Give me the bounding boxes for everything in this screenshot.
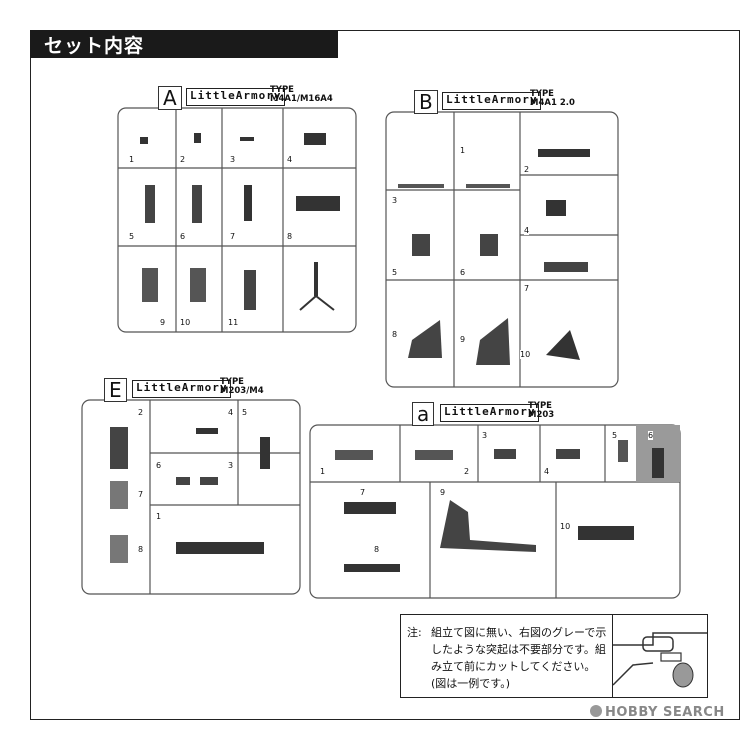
part-number: 10 — [520, 350, 531, 359]
page-title: セット内容 — [44, 35, 145, 57]
little-armory-logo: LittleArmory — [186, 88, 286, 106]
part-number: 10 — [180, 318, 191, 327]
part-number: 7 — [360, 488, 366, 497]
part-number: 5 — [612, 431, 618, 440]
part-number: 8 — [374, 545, 380, 554]
sprue-letter-a: A — [158, 86, 182, 110]
note-label: 注: — [407, 626, 422, 639]
part-number: 6 — [180, 232, 186, 241]
part-number: 10 — [560, 522, 571, 531]
part-number: 2 — [138, 408, 144, 417]
part-number: 8 — [287, 232, 293, 241]
part-number: 6 — [460, 268, 466, 277]
part-number: 8 — [392, 330, 398, 339]
sprue-letter-e: E — [104, 378, 127, 402]
title-bar — [30, 30, 338, 58]
part-number: 7 — [524, 284, 530, 293]
sprue-letter-b: B — [414, 90, 438, 114]
note-text: 組立て図に無い、右図のグレーで示したような突起は不要部分です。組み立て前にカット… — [431, 626, 607, 690]
part-number: 4 — [544, 467, 550, 476]
part-number: 8 — [138, 545, 144, 554]
hobby-search-watermark: HOBBY SEARCH — [590, 705, 725, 720]
sprue-e-frame — [81, 399, 301, 595]
part-number: 2 — [464, 467, 470, 476]
part-number: 4 — [287, 155, 293, 164]
part-number: 5 — [392, 268, 398, 277]
sprue-small-a-frame — [309, 424, 681, 599]
part-number: 11 — [228, 318, 239, 327]
part-number: 6 — [156, 461, 162, 470]
part-number: 2 — [180, 155, 186, 164]
sprue-b-frame — [385, 111, 619, 388]
part-number: 1 — [320, 467, 326, 476]
part-number: 1 — [156, 512, 162, 521]
part-number: 4 — [524, 226, 530, 235]
content-frame — [30, 30, 740, 720]
part-number: 4 — [228, 408, 234, 417]
part-number: 9 — [160, 318, 166, 327]
part-number: 9 — [440, 488, 446, 497]
part-number: 5 — [242, 408, 248, 417]
part-number: 1 — [460, 146, 466, 155]
part-number: 9 — [460, 335, 466, 344]
sprue-a-frame — [117, 107, 357, 333]
hobby-search-logo-icon — [590, 705, 602, 717]
little-armory-logo: LittleArmory — [440, 404, 540, 422]
note-example-illustration — [612, 614, 708, 698]
part-number: 7 — [138, 490, 144, 499]
part-number: 3 — [228, 461, 234, 470]
little-armory-logo: LittleArmory — [132, 380, 232, 398]
note-box: 注: 組立て図に無い、右図のグレーで示したような突起は不要部分です。組み立て前に… — [400, 614, 613, 698]
part-number: 2 — [524, 165, 530, 174]
part-number: 6 — [648, 431, 654, 440]
part-number: 3 — [230, 155, 236, 164]
part-number: 5 — [129, 232, 135, 241]
part-number: 7 — [230, 232, 236, 241]
little-armory-logo: LittleArmory — [442, 92, 542, 110]
part-number: 1 — [129, 155, 135, 164]
part-number: 3 — [392, 196, 398, 205]
part-number: 3 — [482, 431, 488, 440]
sprue-letter-small-a: a — [412, 402, 435, 426]
